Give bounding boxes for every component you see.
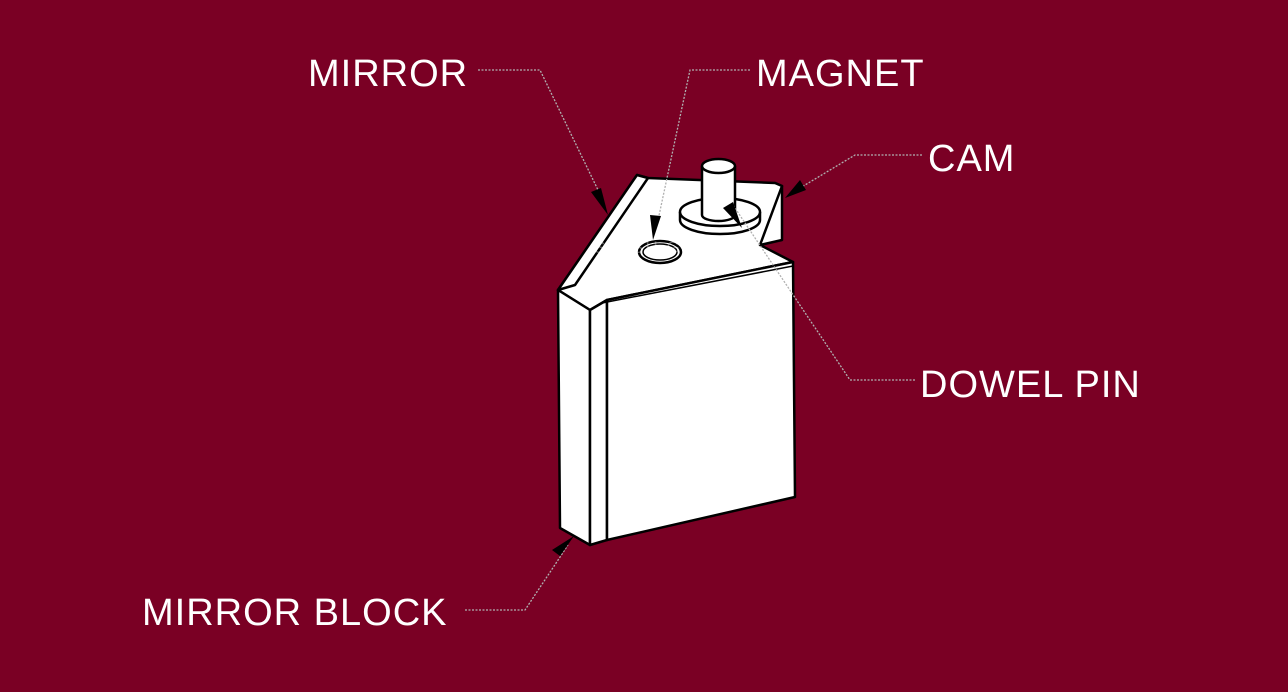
mirror-block-leader <box>465 544 569 611</box>
magnet-arrow <box>650 215 661 240</box>
front-face <box>605 260 797 542</box>
cam-leader <box>799 154 922 189</box>
magnet-leader <box>656 69 750 226</box>
watermark: SLASH GEAR <box>594 238 723 257</box>
label-mirror-block: MIRROR BLOCK <box>142 592 448 634</box>
label-magnet: MAGNET <box>756 53 925 95</box>
mirror-arrow <box>591 188 608 215</box>
label-cam: CAM <box>928 138 1016 180</box>
label-dowel-pin: DOWEL PIN <box>920 364 1141 406</box>
mirror-block-arrow <box>552 536 574 556</box>
dowel-pin-leader <box>732 204 915 381</box>
mirror-strip <box>556 173 650 292</box>
left-side-face <box>556 288 592 547</box>
bevel-strip <box>588 298 609 547</box>
label-mirror: MIRROR <box>308 53 469 95</box>
cam-arrow <box>785 180 806 198</box>
mirror-leader <box>478 69 599 191</box>
dowel-pin-arrow <box>723 202 742 228</box>
